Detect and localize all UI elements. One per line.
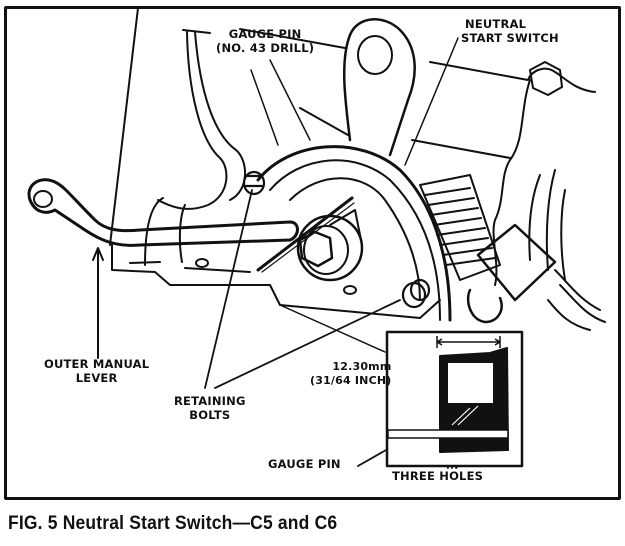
connector-plug <box>466 288 503 324</box>
case-contour-right <box>429 61 596 93</box>
case-contour-left2 <box>194 31 247 201</box>
label-dimension-mm: 12.30mm <box>332 360 392 373</box>
leader-outer-lever-arrow <box>92 247 104 261</box>
dimension-arrow <box>436 336 501 348</box>
label-outer-lever-line1: OUTER MANUAL <box>44 357 150 371</box>
transmission-case-outline <box>109 7 139 246</box>
label-retaining-line2: BOLTS <box>189 407 231 422</box>
connector-block <box>476 223 557 302</box>
leader-retaining-bolt-2 <box>214 299 401 389</box>
label-outer-manual-lever: OUTER MANUAL LEVER <box>44 357 150 385</box>
label-outer-lever-line2: LEVER <box>75 370 118 385</box>
label-retaining-line1: RETAINING <box>174 394 246 408</box>
retaining-bolt-lower <box>401 278 431 309</box>
inset-detail <box>385 330 524 468</box>
label-neutral-line1: NEUTRAL <box>465 17 527 31</box>
leader-gauge-pin-top <box>250 59 311 146</box>
case-contour-left <box>157 31 228 210</box>
pivot-ring <box>303 225 349 275</box>
arm-hole <box>357 35 393 75</box>
inset-hatching <box>451 405 479 426</box>
case-edge-top <box>182 28 346 49</box>
plate-hole <box>195 258 209 268</box>
switch-face <box>289 177 421 301</box>
label-gauge-pin-inset: GAUGE PIN <box>268 457 341 471</box>
base-plate-edge <box>129 261 251 273</box>
figure-frame <box>4 6 621 500</box>
inset-part-window <box>448 363 493 403</box>
leader-neutral-switch <box>404 37 459 166</box>
label-neutral-start-switch: NEUTRAL START SWITCH <box>461 17 559 45</box>
wire-coil <box>419 174 501 281</box>
gauge-pin-rod <box>256 196 354 272</box>
pointer-tab <box>329 209 363 246</box>
label-gauge-pin-drill: GAUGE PIN (NO. 43 DRILL) <box>216 27 315 55</box>
base-plate <box>111 244 441 319</box>
leader-base-to-inset <box>279 304 386 353</box>
wire-harness <box>547 269 606 331</box>
label-three-holes: THREE HOLES <box>392 469 484 483</box>
leader-retaining-bolt-1 <box>204 189 253 389</box>
switch-upper-arm <box>343 18 416 157</box>
inset-gauge-pin <box>387 429 509 439</box>
hex-bolt-right <box>529 61 563 96</box>
switch-arc-inner <box>269 159 441 321</box>
case-rib-line <box>299 107 349 136</box>
label-gauge-pin-line1: GAUGE PIN <box>228 27 302 41</box>
lever-boss <box>33 190 53 208</box>
case-rib-line2 <box>411 139 511 159</box>
label-dimension: 12.30mm (31/64 INCH) <box>310 360 392 387</box>
figure-caption: FIG. 5 Neutral Start Switch—C5 and C6 <box>8 513 338 534</box>
gauge-pin-rod-edge <box>261 202 355 273</box>
retaining-bolt-upper <box>242 170 266 196</box>
case-contour-right3 <box>528 169 566 281</box>
plate-hole2 <box>343 285 357 295</box>
label-neutral-line2: START SWITCH <box>461 30 559 45</box>
outer-manual-lever <box>27 178 299 247</box>
switch-arc-outer <box>256 145 452 322</box>
case-contour-right2 <box>492 79 531 286</box>
label-gauge-pin-line2: (NO. 43 DRILL) <box>216 40 315 55</box>
label-retaining-bolts: RETAINING BOLTS <box>174 394 246 422</box>
label-dimension-inch: (31/64 INCH) <box>310 373 392 387</box>
